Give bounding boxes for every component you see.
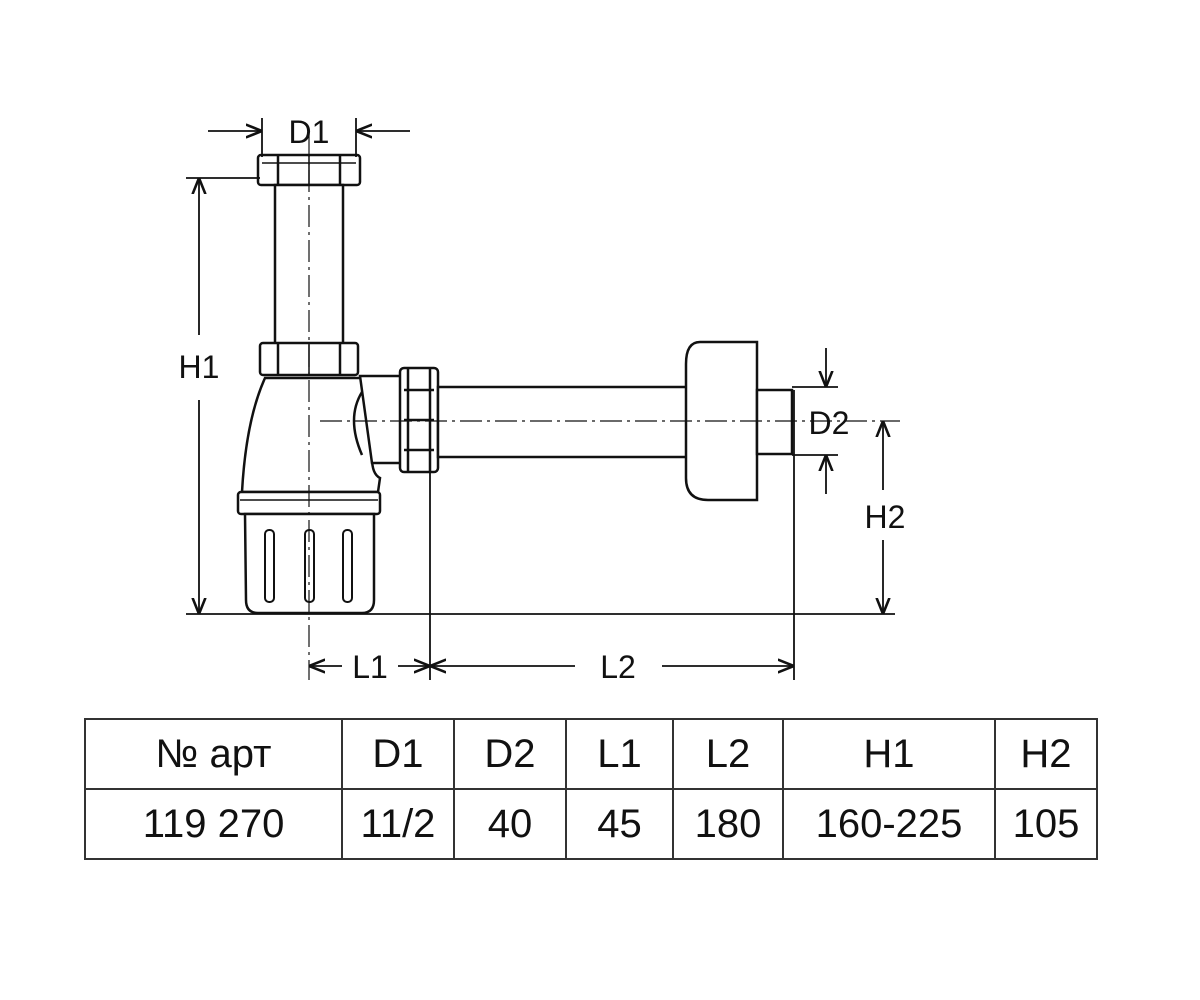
label-d1: D1 [289,114,330,150]
dimension-lines [186,118,895,680]
siphon-body [236,153,794,615]
spec-value-row: 119 270 11/2 40 45 180 160-225 105 [84,788,1098,860]
header-d2: D2 [453,718,567,790]
header-d1: D1 [341,718,455,790]
outlet-stub [755,388,794,456]
header-l2: L2 [672,718,784,790]
centerlines [308,135,900,680]
spec-table: № арт D1 D2 L1 L2 H1 H2 119 270 11/2 40 … [84,718,1098,860]
dimension-labels: D1 H1 D2 H2 L1 L2 [179,114,906,685]
value-d1: 11/2 [341,788,455,860]
siphon-technical-drawing: D1 H1 D2 H2 L1 L2 [179,114,906,685]
value-d2: 40 [453,788,567,860]
label-d2: D2 [809,405,850,441]
label-l1: L1 [352,649,388,685]
value-l1: 45 [565,788,674,860]
horizontal-pipe [436,385,692,459]
label-l2: L2 [600,649,636,685]
value-article: 119 270 [84,788,343,860]
header-h1: H1 [782,718,996,790]
header-l1: L1 [565,718,674,790]
value-h1: 160-225 [782,788,996,860]
label-h1: H1 [179,349,220,385]
value-l2: 180 [672,788,784,860]
header-article: № арт [84,718,343,790]
spec-header-row: № арт D1 D2 L1 L2 H1 H2 [84,718,1098,790]
label-h2: H2 [865,499,906,535]
value-h2: 105 [994,788,1098,860]
header-h2: H2 [994,718,1098,790]
